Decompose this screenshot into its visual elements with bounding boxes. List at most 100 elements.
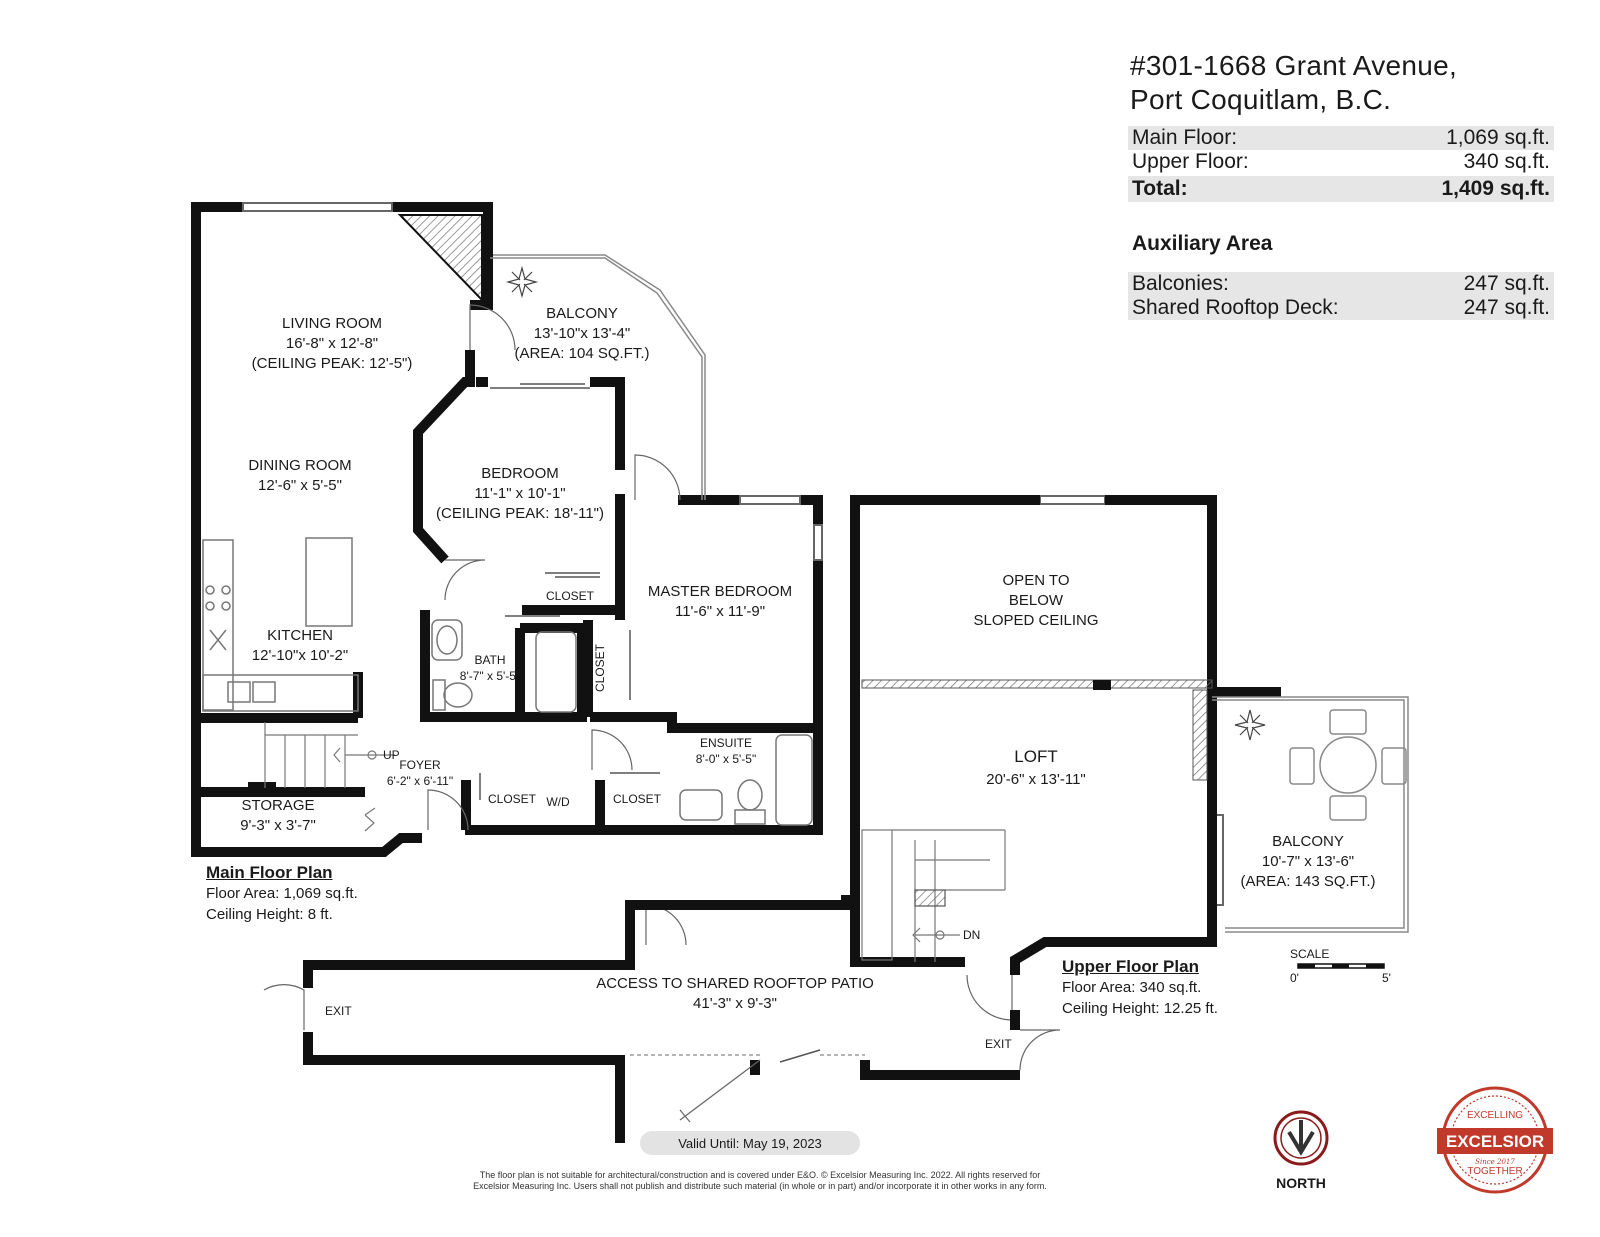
storage-door	[364, 807, 376, 832]
bath-name: BATH	[474, 653, 505, 667]
exit-left-label: EXIT	[325, 1004, 352, 1018]
address-line1: #301-1668 Grant Avenue,	[1130, 50, 1458, 81]
storage-column	[248, 782, 276, 796]
open-below-line2: BELOW	[1009, 592, 1064, 609]
aux-row-rooftop: Shared Rooftop Deck: 247 sq.ft.	[1128, 296, 1554, 320]
plant-icon	[1234, 709, 1266, 741]
storage-name: STORAGE	[241, 797, 314, 814]
balcony-main-extra: (AREA: 104 SQ.FT.)	[514, 345, 649, 362]
kitchen-fixtures	[202, 537, 359, 712]
living-room-dim: 16'-8" x 12'-8"	[286, 335, 378, 352]
logo-name: EXCELSIOR	[1446, 1132, 1544, 1151]
storage-dim: 9'-3" x 3'-7"	[240, 817, 316, 834]
area-row-main: Main Floor: 1,069 sq.ft.	[1128, 126, 1554, 150]
area-label: Upper Floor:	[1132, 150, 1249, 173]
balcony-main-outline	[490, 254, 706, 500]
main-floor-walls	[191, 202, 823, 857]
ensuite-dim: 8'-0" x 5'-5"	[696, 752, 756, 766]
balcony-upper-outline	[1212, 696, 1409, 933]
bedroom-name: BEDROOM	[481, 465, 559, 482]
disclaimer-line2: Excelsior Measuring Inc. Users shall not…	[473, 1181, 1047, 1191]
loft-wall-hatch	[1192, 689, 1208, 781]
total-label: Total:	[1132, 177, 1188, 200]
logo-bottom: TOGETHER	[1467, 1166, 1522, 1177]
aux-value: 247 sq.ft.	[1463, 272, 1550, 295]
legend-main-area: Floor Area: 1,069 sq.ft.	[206, 885, 358, 902]
scale-title: SCALE	[1290, 947, 1329, 961]
legend-main-ceiling: Ceiling Height: 8 ft.	[206, 906, 333, 923]
scale-min: 0'	[1290, 971, 1299, 985]
ensuite-name: ENSUITE	[700, 736, 752, 750]
bedroom-extra: (CEILING PEAK: 18'-11")	[436, 505, 604, 522]
logo-since: Since 2017	[1475, 1158, 1515, 1166]
loft-post	[1093, 680, 1111, 690]
foyer-name: FOYER	[399, 758, 441, 772]
aux-value: 247 sq.ft.	[1463, 296, 1550, 319]
legend-upper-ceiling: Ceiling Height: 12.25 ft.	[1062, 1000, 1218, 1017]
closet-vertical-label: CLOSET	[593, 643, 607, 692]
aux-label: Shared Rooftop Deck:	[1132, 296, 1339, 319]
scale-max: 5'	[1382, 971, 1391, 985]
kitchen-name: KITCHEN	[267, 627, 333, 644]
washer-dryer-label: W/D	[546, 795, 570, 809]
aux-label: Balconies:	[1132, 272, 1229, 295]
exit-right-label: EXIT	[985, 1037, 1012, 1051]
north-label: NORTH	[1276, 1175, 1326, 1191]
closet-foyer-label: CLOSET	[488, 792, 537, 806]
balcony-upper-name: BALCONY	[1272, 833, 1344, 850]
area-value: 1,069 sq.ft.	[1446, 126, 1550, 149]
stairs-main	[264, 722, 395, 788]
total-value: 1,409 sq.ft.	[1441, 177, 1550, 200]
door-swings	[263, 304, 1061, 1071]
address-line2: Port Coquitlam, B.C.	[1130, 84, 1392, 115]
legend-main-floor: Main Floor Plan Floor Area: 1,069 sq.ft.…	[206, 862, 358, 925]
bedroom-dim: 11'-1" x 10'-1"	[474, 485, 565, 502]
loft-beam	[861, 679, 1213, 689]
north-arrow-icon	[1273, 1110, 1329, 1166]
logo-top: EXCELLING	[1467, 1110, 1523, 1121]
kitchen-dim: 12'-10"x 10'-2"	[252, 647, 348, 664]
stairs-up-label: UP	[383, 748, 400, 762]
disclaimer-line1: The floor plan is not suitable for archi…	[479, 1170, 1041, 1180]
stairs-down-label: DN	[963, 928, 980, 942]
closet-ensuite-label: CLOSET	[613, 792, 662, 806]
balcony-main-dim: 13'-10"x 13'-4"	[534, 325, 630, 342]
balcony-upper-dim: 10'-7" x 13'-6"	[1262, 853, 1354, 870]
open-below-line1: OPEN TO	[1003, 572, 1070, 589]
master-bedroom-dim: 11'-6" x 11'-9"	[675, 603, 765, 620]
valid-until-badge: Valid Until: May 19, 2023	[640, 1131, 860, 1155]
living-room-name: LIVING ROOM	[282, 315, 382, 332]
bath-fixtures	[431, 619, 813, 826]
legend-upper-title: Upper Floor Plan	[1062, 957, 1199, 976]
aux-title: Auxiliary Area	[1132, 232, 1273, 255]
patio-name: ACCESS TO SHARED ROOFTOP PATIO	[596, 975, 874, 992]
loft-dim: 20'-6" x 13'-11"	[986, 771, 1086, 788]
stairs-upper	[861, 829, 1006, 962]
patio-dim: 41'-3" x 9'-3"	[693, 995, 777, 1012]
aux-row-balconies: Balconies: 247 sq.ft.	[1128, 272, 1554, 296]
balcony-main-name: BALCONY	[546, 305, 618, 322]
open-below-line3: SLOPED CEILING	[973, 612, 1098, 629]
area-label: Main Floor:	[1132, 126, 1238, 149]
scale-bar: SCALE 0' 5'	[1290, 947, 1391, 985]
sliding-doors	[479, 383, 821, 1063]
living-room-extra: (CEILING PEAK: 12'-5")	[252, 355, 413, 372]
closet-bedroom-label: CLOSET	[546, 589, 595, 603]
plant-icon	[505, 265, 539, 299]
area-value: 340 sq.ft.	[1463, 150, 1550, 173]
legend-upper-area: Floor Area: 340 sq.ft.	[1062, 979, 1202, 996]
area-row-total: Total: 1,409 sq.ft.	[1128, 176, 1554, 202]
balcony-upper-extra: (AREA: 143 SQ.FT.)	[1240, 873, 1375, 890]
excelsior-logo: EXCELSIOR EXCELLING TOGETHER Since 2017	[1437, 1086, 1553, 1194]
fireplace	[397, 214, 483, 303]
windows	[242, 202, 1224, 906]
patio-table-icon	[1289, 709, 1407, 821]
foyer-dim: 6'-2" x 6'-11"	[387, 774, 453, 788]
disclaimer: The floor plan is not suitable for archi…	[410, 1170, 1110, 1192]
dining-room-dim: 12'-6" x 5'-5"	[258, 477, 342, 494]
master-bedroom-name: MASTER BEDROOM	[648, 583, 792, 600]
area-row-upper: Upper Floor: 340 sq.ft.	[1128, 150, 1554, 174]
rooftop-patio-walls	[303, 900, 1020, 1143]
legend-upper-floor: Upper Floor Plan Floor Area: 340 sq.ft. …	[1062, 956, 1218, 1019]
